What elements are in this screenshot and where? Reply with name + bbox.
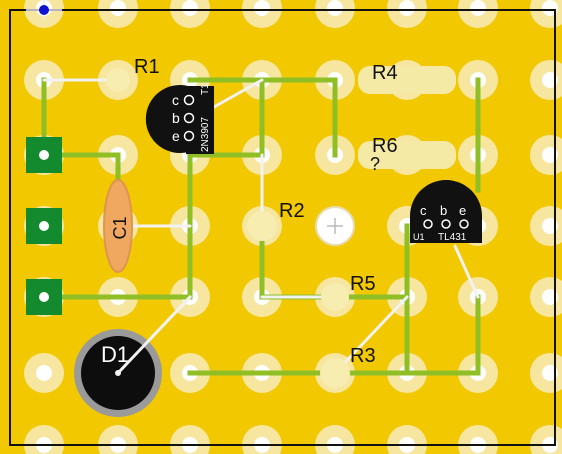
t1-designator: T1 — [200, 83, 211, 95]
t1-pin-dot — [183, 130, 195, 142]
r3-body[interactable] — [320, 358, 350, 388]
r3-label: R3 — [350, 345, 376, 367]
diode-d1[interactable]: D1 — [74, 295, 192, 417]
r6-label: R6 — [372, 135, 398, 157]
connector-block — [26, 137, 62, 315]
connector-hole-3 — [39, 292, 49, 302]
pad-hole[interactable] — [36, 365, 52, 381]
pad-hole[interactable] — [327, 0, 343, 16]
r5-body[interactable] — [321, 283, 349, 311]
d1-label: D1 — [101, 342, 129, 367]
u1-pin-c: c — [420, 203, 427, 218]
t1-pin-e: e — [172, 128, 180, 144]
c1-label: C1 — [110, 216, 130, 239]
crosshair-icon[interactable] — [26, 0, 62, 20]
trace-top-loop — [187, 77, 265, 158]
wire-t1 — [203, 78, 264, 114]
r2-label: R2 — [279, 200, 305, 222]
pad-hole[interactable] — [399, 0, 415, 16]
r4-label: R4 — [372, 62, 398, 84]
t1-pin-b: b — [172, 110, 180, 126]
wire-u1 — [453, 244, 480, 299]
wire-r3 — [333, 295, 409, 375]
r4-body[interactable] — [358, 66, 456, 94]
pad-hole[interactable] — [182, 0, 198, 16]
r5-label: R5 — [350, 273, 376, 295]
r1-body[interactable] — [106, 68, 130, 92]
t1-pin-dot — [183, 94, 195, 106]
transistor-flat — [186, 86, 214, 154]
connector-hole-1 — [39, 150, 49, 160]
t1-part: 2N3907 — [200, 117, 211, 152]
trace-top-right — [259, 77, 338, 158]
u1-pin-b: b — [440, 203, 447, 218]
r6-body[interactable] — [358, 141, 456, 169]
r1-label: R1 — [134, 56, 160, 78]
transistor-body — [145, 84, 188, 153]
t1-pin-dot — [183, 112, 195, 124]
u1-designator: U1 — [413, 232, 425, 242]
r2-body[interactable] — [247, 211, 277, 241]
u1-pin-dot — [459, 219, 469, 229]
r6-value: ? — [370, 154, 380, 174]
u1-pin-dot — [423, 219, 433, 229]
regulator-u1[interactable]: c b e U1 TL431 — [410, 180, 482, 243]
d1-pin — [115, 370, 121, 376]
trace-bottom — [187, 294, 481, 376]
d1-lead — [116, 295, 192, 375]
pad-hole[interactable] — [110, 0, 126, 16]
transistor-t1[interactable]: c b e 2N3907 T1 — [145, 83, 214, 154]
board-outline — [9, 9, 556, 446]
connector-hole-2 — [39, 221, 49, 231]
u1-pin-e: e — [459, 203, 466, 218]
pad-hole[interactable] — [254, 0, 270, 16]
c1-body[interactable] — [103, 179, 133, 273]
pad-hole[interactable] — [470, 0, 486, 16]
plus-icon — [327, 218, 343, 234]
u1-pin-dot — [441, 219, 451, 229]
u1-part: TL431 — [438, 232, 467, 243]
trace-left-mid — [41, 152, 121, 193]
t1-pin-c: c — [172, 92, 179, 108]
